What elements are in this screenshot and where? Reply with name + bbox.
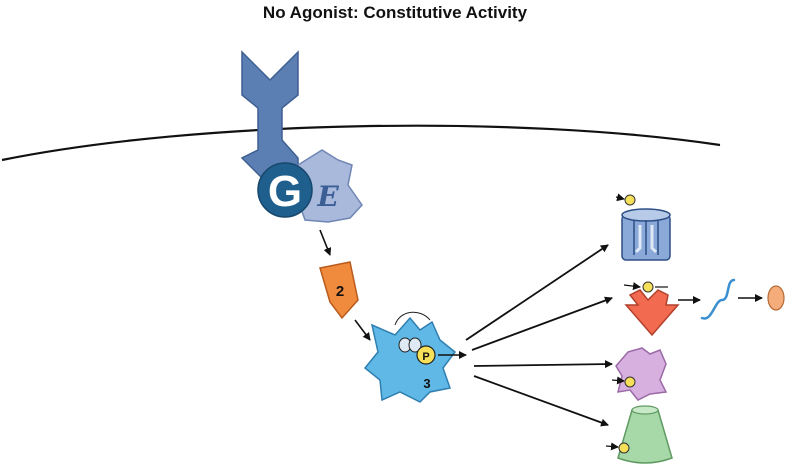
arrow-to-purple-protein	[473, 360, 613, 369]
receptor-icon	[240, 50, 299, 179]
diagram-title: No Agonist: Constitutive Activity	[263, 3, 528, 22]
protein-product-icon	[767, 285, 785, 311]
arrow-to-enzyme	[471, 296, 613, 351]
purple-protein-icon	[611, 347, 668, 401]
mrna-icon	[700, 278, 736, 320]
ion-channel-icon	[615, 193, 671, 261]
enzyme-icon	[623, 281, 680, 337]
cone-protein-icon	[605, 405, 673, 464]
arrow-to-ion-channel	[465, 244, 609, 341]
cell-membrane	[1, 124, 721, 162]
g-protein-icon: G	[257, 162, 313, 218]
effector-label: E	[316, 180, 339, 213]
target-protein-icon: P 3	[363, 311, 457, 403]
kinase-label: 2	[336, 283, 344, 300]
arrow-kinase-to-target	[354, 319, 371, 341]
g-protein-label: G	[268, 167, 302, 216]
effector-icon: E	[297, 149, 363, 223]
arrow-to-cone-protein	[473, 375, 609, 427]
kinase-icon: 2	[319, 261, 359, 320]
arrow-effector-to-kinase	[319, 229, 332, 256]
target-protein-label: 3	[423, 376, 430, 391]
phosphate-label: P	[422, 351, 429, 363]
